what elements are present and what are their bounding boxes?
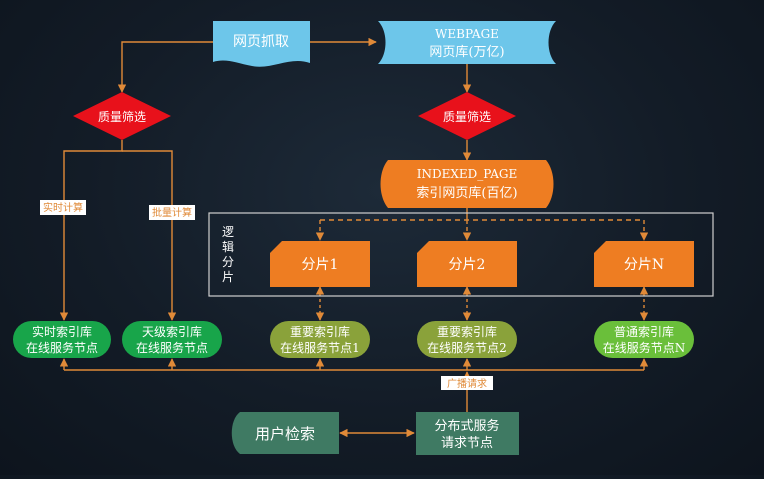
distributed-service-node[interactable]: 分布式服务 请求节点 <box>416 412 519 455</box>
realtime-index-line1: 实时索引库 <box>32 324 92 339</box>
crawl-node-label: 网页抓取 <box>233 34 289 50</box>
quality-filter-left-label: 质量筛选 <box>98 109 146 124</box>
logic-shard-label: 逻 辑 分 片 <box>222 225 234 284</box>
broadcast-request-tag: 广播请求 <box>441 376 493 390</box>
line-left-filter-split-right <box>122 150 177 321</box>
normal-index-line1: 普通索引库 <box>614 324 674 339</box>
indexed-page-subtitle: 索引网页库(百亿) <box>416 185 517 201</box>
logic-shard-frame <box>208 212 714 297</box>
logic-char-3: 分 <box>222 255 234 269</box>
tianji-index-line1: 天级索引库 <box>142 324 202 339</box>
user-search-node[interactable]: 用户检索 <box>231 412 339 454</box>
distributed-service-line1: 分布式服务 <box>434 418 499 434</box>
shard-n-label: 分片N <box>624 257 664 273</box>
important-index-2-line2: 在线服务节点2 <box>427 340 507 355</box>
realtime-index-node[interactable]: 实时索引库 在线服务节点 <box>13 321 111 358</box>
distributed-service-line2: 请求节点 <box>441 436 493 451</box>
important-index-1-line1: 重要索引库 <box>290 324 350 339</box>
important-index-1-line2: 在线服务节点1 <box>280 340 360 355</box>
realtime-calc-tag: 实时计算 <box>40 200 86 215</box>
quality-filter-right-label: 质量筛选 <box>443 109 491 124</box>
batch-calc-tag: 批量计算 <box>149 205 195 220</box>
important-index-2-line1: 重要索引库 <box>437 324 497 339</box>
important-index-node-2[interactable]: 重要索引库 在线服务节点2 <box>417 321 517 358</box>
normal-index-line2: 在线服务节点N <box>603 340 686 355</box>
indexed-page-title: INDEXED_PAGE <box>417 167 518 181</box>
logic-char-4: 片 <box>222 270 234 284</box>
shard-2-label: 分片2 <box>449 257 486 273</box>
realtime-calc-label: 实时计算 <box>43 201 83 214</box>
arrow-crawl-to-left-filter <box>117 41 213 93</box>
broadcast-request-label: 广播请求 <box>447 377 487 390</box>
tianji-index-line2: 在线服务节点 <box>136 340 208 355</box>
shard-2[interactable]: 分片2 <box>417 241 517 287</box>
crawl-node[interactable]: 网页抓取 <box>213 21 310 67</box>
line-left-filter-split <box>59 140 123 321</box>
shard-1[interactable]: 分片1 <box>270 241 370 287</box>
realtime-index-line2: 在线服务节点 <box>26 340 98 355</box>
important-index-node-1[interactable]: 重要索引库 在线服务节点1 <box>270 321 370 358</box>
webpage-store-subtitle: 网页库(万亿) <box>429 44 504 60</box>
logic-char-1: 逻 <box>222 225 234 239</box>
webpage-store-node[interactable]: WEBPAGE 网页库(万亿) <box>378 21 556 64</box>
webpage-store-title: WEBPAGE <box>435 27 499 41</box>
shard-1-label: 分片1 <box>302 257 339 273</box>
tianji-index-node[interactable]: 天级索引库 在线服务节点 <box>122 321 222 358</box>
user-search-label: 用户检索 <box>255 425 315 443</box>
shard-n[interactable]: 分片N <box>594 241 694 287</box>
normal-index-node[interactable]: 普通索引库 在线服务节点N <box>594 321 694 358</box>
quality-filter-left[interactable]: 质量筛选 <box>73 92 171 140</box>
logic-char-2: 辑 <box>222 240 234 254</box>
batch-calc-label: 批量计算 <box>152 206 192 219</box>
indexed-page-node[interactable]: INDEXED_PAGE 索引网页库(百亿) <box>380 160 554 208</box>
connectors <box>59 37 649 438</box>
quality-filter-right[interactable]: 质量筛选 <box>418 92 516 140</box>
